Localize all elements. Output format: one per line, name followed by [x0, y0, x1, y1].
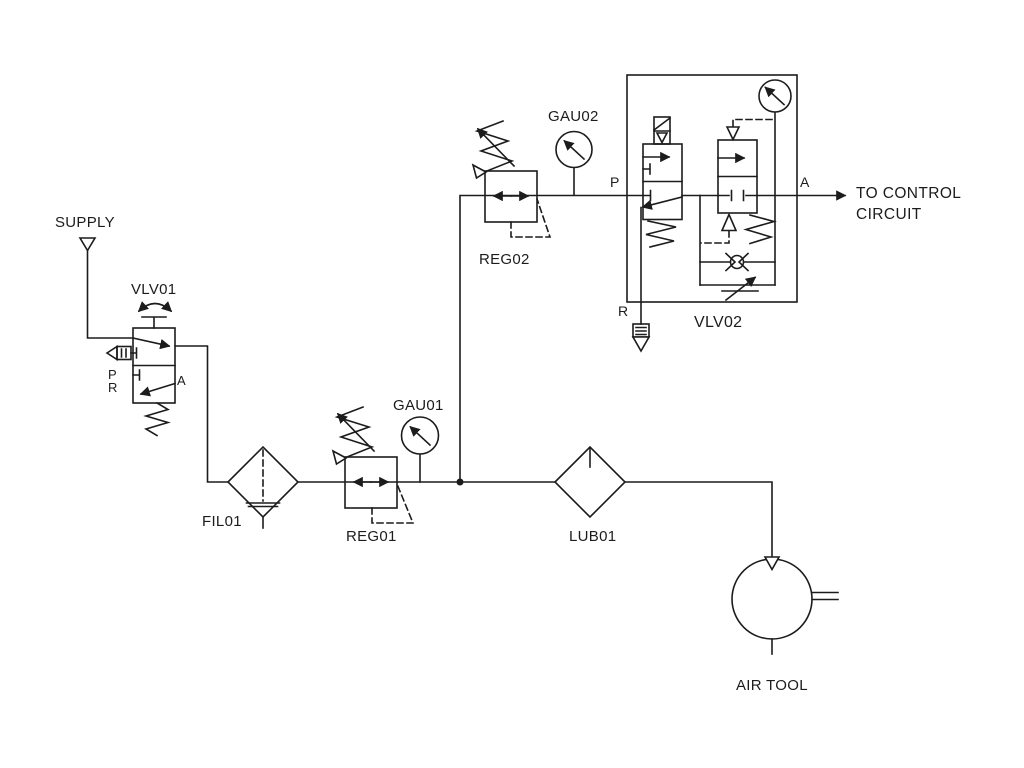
pilot-triangle-icon — [725, 126, 741, 142]
pipe-lines — [86, 190, 847, 558]
pilot-actuator-icon — [652, 116, 672, 145]
exhaust-silencer-icon — [105, 345, 138, 361]
vlv02-right-valve — [699, 118, 777, 245]
label-gau02: GAU02 — [548, 108, 599, 125]
spring-icon — [743, 214, 777, 245]
port-r-vlv02: R — [618, 303, 629, 319]
restrictor-arrow-icon — [724, 276, 757, 302]
check-valve-restrictor-branch — [699, 194, 776, 302]
to-control-line2: CIRCUIT — [856, 205, 922, 223]
port-p-vlv02: P — [610, 174, 620, 190]
label-vlv02: VLV02 — [694, 314, 743, 331]
port-r-vlv01: R — [108, 380, 118, 395]
supply-source-symbol — [78, 237, 97, 253]
label-reg02: REG02 — [479, 251, 530, 268]
air-tool-symbol — [731, 556, 839, 655]
valve-assembly-vlv02-symbol — [626, 74, 798, 353]
label-gau01: GAU01 — [393, 397, 444, 414]
label-fil01: FIL01 — [202, 513, 242, 530]
exhaust-silencer-icon — [631, 323, 651, 353]
label-reg01: REG01 — [346, 528, 397, 545]
label-vlv01: VLV01 — [131, 281, 177, 298]
label-supply: SUPPLY — [55, 214, 115, 231]
lubricator-lub01-symbol — [553, 445, 627, 519]
spring-icon — [645, 220, 677, 248]
filter-fil01-symbol — [226, 445, 300, 529]
vlv02-gauge-symbol — [758, 79, 792, 286]
valve-vlv01-symbol — [105, 301, 177, 437]
check-valve-icon — [729, 254, 745, 270]
lever-rotate-arrow-icon — [137, 301, 173, 313]
spring-icon — [143, 401, 171, 437]
regulator-reg02-symbol — [471, 119, 552, 238]
port-a-vlv02: A — [800, 174, 810, 190]
label-to-control-circuit: TO CONTROL CIRCUIT — [856, 184, 961, 225]
gauge-gau01-symbol — [400, 416, 440, 483]
assembly-enclosure-box — [626, 74, 798, 303]
port-a-vlv01: A — [177, 373, 186, 388]
port-p-vlv01: P — [108, 367, 117, 382]
label-air-tool: AIR TOOL — [736, 677, 808, 694]
pilot-triangle-icon — [720, 212, 738, 232]
regulator-reg01-symbol — [331, 405, 415, 524]
gauge-gau02-symbol — [555, 130, 593, 196]
label-lub01: LUB01 — [569, 528, 617, 545]
vlv02-left-valve — [631, 116, 683, 353]
pipe-junction-dot — [456, 478, 464, 486]
to-control-line1: TO CONTROL — [856, 185, 962, 202]
